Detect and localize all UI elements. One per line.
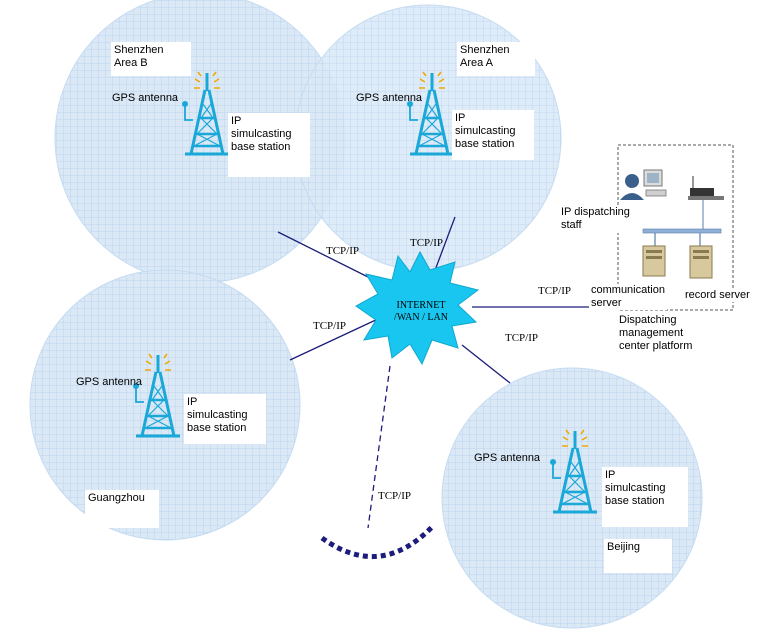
tcpip-label-area-a: TCP/IP bbox=[410, 237, 444, 249]
internet-cloud-label: INTERNET /WAN / LAN bbox=[394, 300, 448, 323]
internet-cloud bbox=[355, 250, 480, 366]
gps-label-area-b: GPS antenna bbox=[112, 92, 179, 104]
link-area-b bbox=[277, 231, 379, 283]
base-station-label-area-a: IP simulcasting base station bbox=[452, 110, 534, 160]
gps-label-beijing: GPS antenna bbox=[474, 452, 541, 464]
coverage-area-guangzhou bbox=[29, 269, 301, 541]
monitor-icon bbox=[643, 169, 667, 197]
platform-box bbox=[617, 144, 734, 311]
communication-server-icon bbox=[642, 245, 666, 277]
communication-server-label: communication server bbox=[589, 284, 667, 310]
link-area-a bbox=[433, 216, 456, 274]
tcpip-label-guangzhou: TCP/IP bbox=[313, 320, 347, 332]
gps-label-area-a: GPS antenna bbox=[356, 92, 423, 104]
tcpip-label-area-b: TCP/IP bbox=[326, 245, 360, 257]
dashed-arc bbox=[320, 525, 434, 560]
region-title-guangzhou: Guangzhou bbox=[85, 490, 159, 528]
region-title-area-b: Shenzhen Area B bbox=[111, 42, 191, 76]
network-bus bbox=[642, 200, 722, 246]
tcpip-label-beijing: TCP/IP bbox=[505, 332, 539, 344]
staff-label: IP dispatching staff bbox=[559, 205, 632, 233]
link-guangzhou bbox=[289, 317, 381, 361]
person-icon bbox=[620, 174, 644, 200]
link-beijing bbox=[461, 344, 511, 384]
dispatch-console-icon bbox=[688, 176, 724, 200]
base-station-label-beijing: IP simulcasting base station bbox=[602, 467, 688, 527]
region-title-beijing: Beijing bbox=[604, 539, 672, 573]
tcpip-label-dashed: TCP/IP bbox=[378, 490, 412, 502]
base-station-label-area-b: IP simulcasting base station bbox=[228, 113, 310, 177]
platform-title: Dispatching management center platform bbox=[619, 314, 693, 352]
gps-label-guangzhou: GPS antenna bbox=[76, 376, 143, 388]
link-dashed bbox=[367, 365, 391, 529]
region-title-area-a: Shenzhen Area A bbox=[457, 42, 535, 76]
record-server-label: record server bbox=[684, 289, 751, 302]
base-station-label-guangzhou: IP simulcasting base station bbox=[184, 394, 266, 444]
record-server-icon bbox=[689, 245, 713, 279]
tcpip-label-platform: TCP/IP bbox=[538, 285, 572, 297]
